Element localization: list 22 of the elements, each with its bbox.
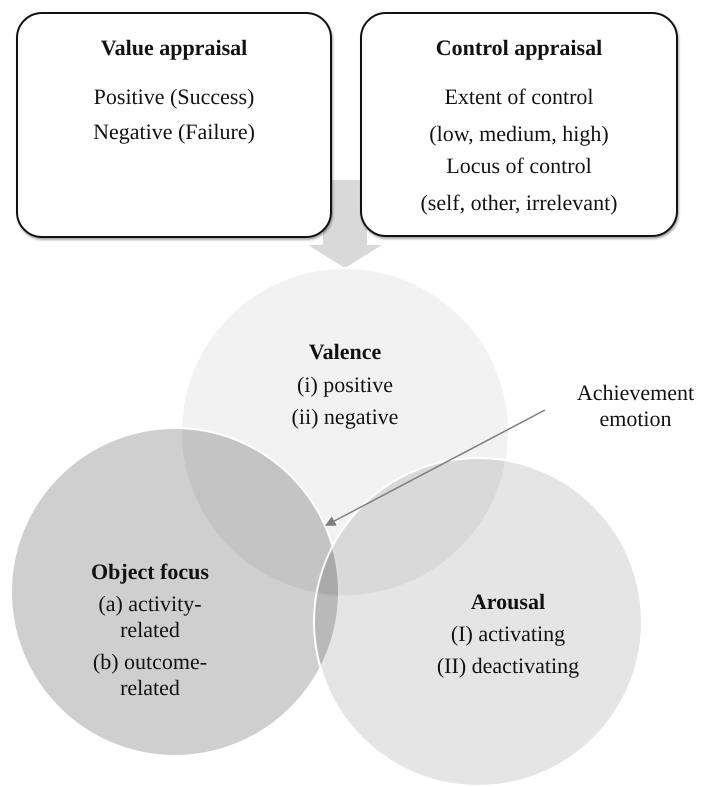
circle-heading: Object focus [90,559,210,585]
circle-text: (a) activity-related [97,591,203,643]
box-text: Extent of control [444,84,594,110]
box-text: (low, medium, high) [429,121,609,147]
annotation-text: Achievement emotion [576,380,696,432]
circle-heading: Arousal [470,589,546,615]
circle-text: (i) positive [296,372,394,398]
box-text: (self, other, irrelevant) [420,190,618,216]
leader-line [325,409,546,526]
box-heading: Value appraisal [100,35,248,61]
circle-text: (II) deactivating [436,653,580,679]
circle-text: (b) outcome-related [92,649,208,701]
circle-text: (I) activating [450,621,566,647]
box-text: Positive (Success) [94,84,254,110]
box-text: Negative (Failure) [93,119,255,145]
overlap-region [315,544,340,597]
box-heading: Control appraisal [436,35,602,61]
circle-heading: Valence [308,339,382,365]
rounded-box [16,12,332,238]
rounded-box [360,12,678,237]
box-text: Locus of control [446,153,592,179]
circle-text: (ii) negative [290,404,400,430]
